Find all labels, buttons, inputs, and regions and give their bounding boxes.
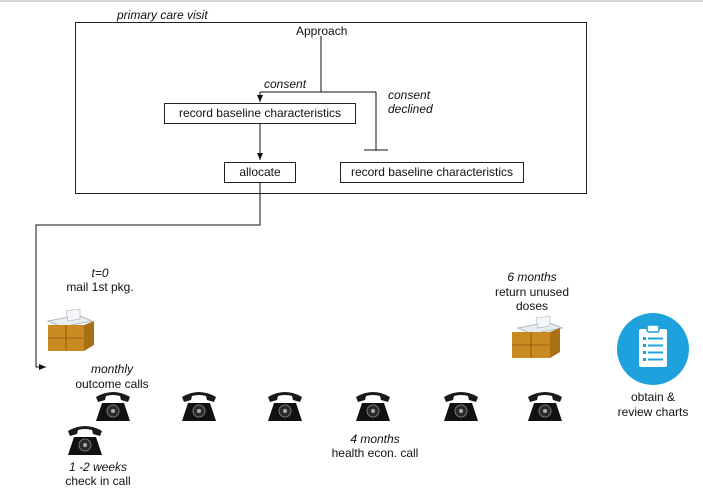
allocate-node: allocate [224,162,296,183]
declined-label-2: declined [388,102,433,116]
monthly-label: monthly [90,362,134,376]
four-months-label: 4 months [350,432,400,446]
obtain-label: obtain & [630,390,676,404]
telephone-icon [182,392,216,421]
clipboard-icon [617,313,689,385]
telephone-icon [444,392,478,421]
telephone-icon [96,392,130,421]
outcome-calls-label: outcome calls [75,377,149,391]
record-baseline-declined: record baseline characteristics [340,162,524,183]
approach-label: Approach [296,24,348,38]
return-label-2: doses [515,299,549,313]
return-label-1: return unused [494,285,570,299]
telephone-icon [68,426,102,455]
package-icon [46,308,94,351]
check-in-label: check in call [65,474,131,488]
package-icon [512,315,564,358]
allocate-to-timeline-arrow [35,182,261,370]
telephone-icon [356,392,390,421]
mail-label: mail 1st pkg. [66,280,134,294]
consent-label: consent [264,77,307,91]
telephone-icon [528,392,562,421]
health-econ-label: health econ. call [331,446,419,460]
frame-label: primary care visit [117,8,208,22]
t0-label: t=0 [91,266,109,280]
record-baseline-consented: record baseline characteristics [164,103,356,124]
top-border [0,0,703,2]
primary-care-frame [75,22,587,194]
review-charts-label: review charts [617,405,689,419]
telephone-icon [268,392,302,421]
weeks-label: 1 -2 weeks [68,460,128,474]
declined-label-1: consent [388,88,431,102]
six-months-label: 6 months [507,270,557,284]
